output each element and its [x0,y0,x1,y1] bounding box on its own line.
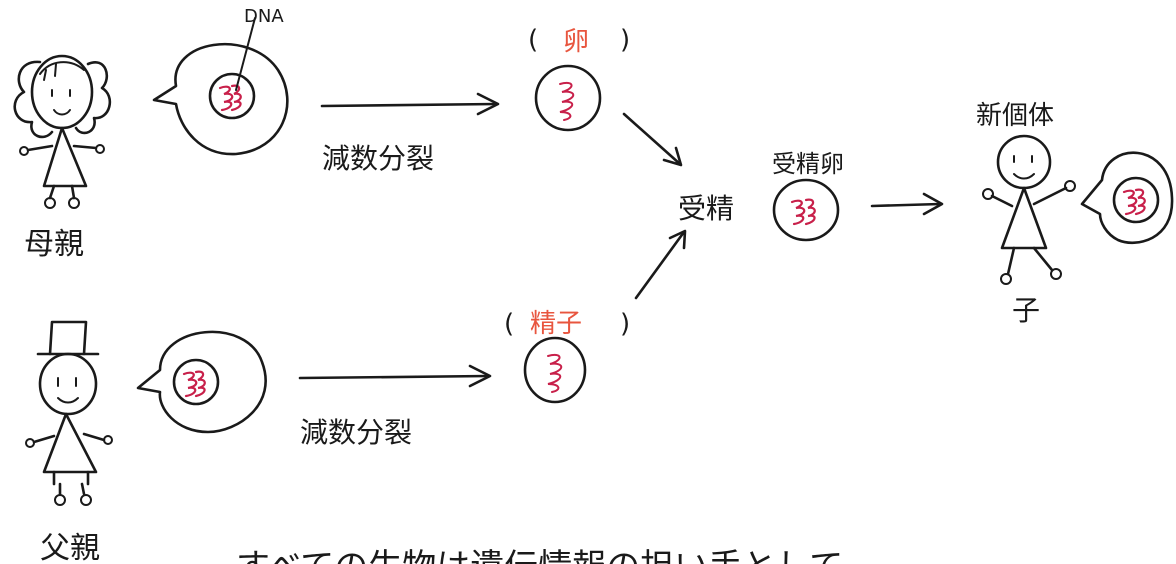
mother-figure [13,54,112,209]
sperm-cell [523,336,587,404]
new-individual-label: 新個体 [976,101,1054,131]
bottom-sentence: すべての生物は遺伝情報の担い手として [236,547,843,564]
meiosis-label-top: 減数分裂 [322,142,434,175]
egg-close-paren: ) [620,25,630,55]
egg-label: 卵 [563,27,589,57]
sperm-close-paren: ) [620,309,630,339]
meiosis-arrow-top [320,92,500,116]
child-figure [982,134,1076,285]
fertilized-egg-to-child-arrow [870,192,944,216]
egg-cell [534,64,602,132]
fertilized-egg-label: 受精卵 [772,150,844,178]
child-cell [1080,151,1174,244]
father-cell [136,330,267,434]
egg-to-fertilization-arrow [622,112,683,167]
father-label: 父親 [40,531,100,564]
meiosis-label-bottom: 減数分裂 [300,416,412,449]
child-label: 子 [1012,294,1040,327]
father-figure [25,320,113,506]
sperm-label: 精子 [530,309,582,339]
fertilization-label: 受精 [678,192,734,225]
mother-cell [152,17,289,156]
sperm-to-fertilization-arrow [634,229,687,300]
mother-label: 母親 [24,227,84,262]
sperm-open-paren: ( [504,309,514,339]
dna-label: DNA [244,6,284,27]
meiosis-arrow-bottom [298,364,492,388]
fertilized-egg-cell [772,178,840,242]
egg-open-paren: ( [528,25,538,55]
